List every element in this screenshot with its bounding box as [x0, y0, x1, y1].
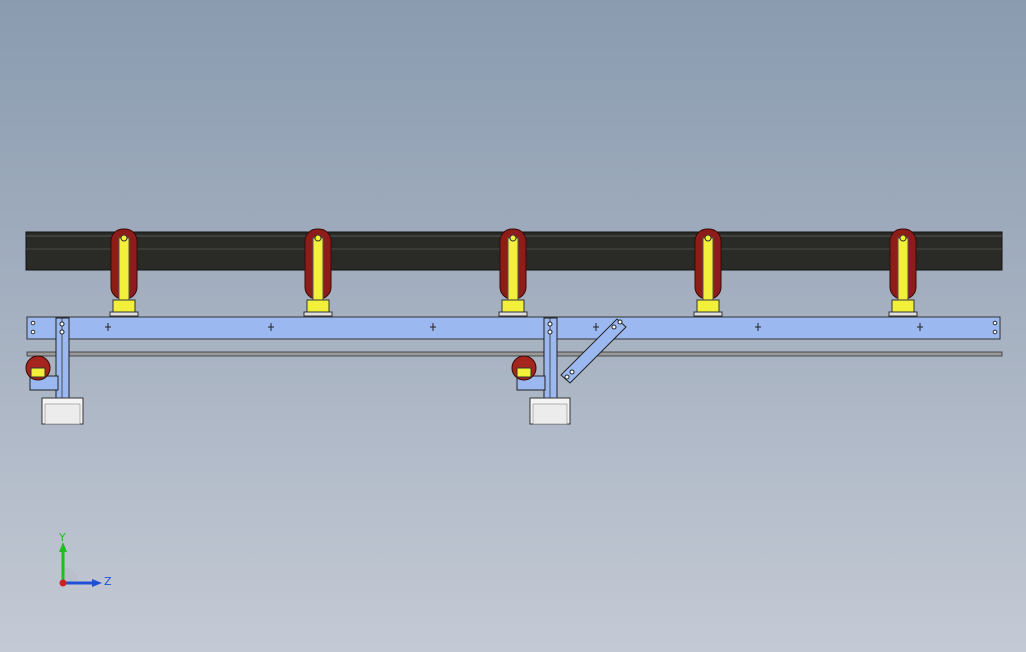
orientation-triad: Y Z — [40, 528, 130, 608]
triad-plane-arc — [63, 567, 79, 583]
diagonal-brace[interactable] — [560, 318, 627, 384]
idler-roller[interactable] — [498, 228, 528, 317]
y-arrow-head — [59, 542, 67, 552]
y-axis-label: Y — [59, 531, 66, 544]
z-axis-label: Z — [104, 575, 112, 588]
frame-stringer[interactable] — [26, 316, 1001, 340]
z-arrow-head — [92, 579, 102, 587]
support-leg[interactable] — [25, 317, 84, 425]
triad-axes — [59, 542, 102, 587]
idler-roller[interactable] — [693, 228, 723, 317]
x-axis-dot — [59, 579, 67, 587]
support-leg[interactable] — [511, 317, 571, 425]
idler-roller[interactable] — [888, 228, 918, 317]
return-belt[interactable] — [26, 351, 1003, 357]
idler-roller[interactable] — [109, 228, 139, 317]
idler-roller[interactable] — [303, 228, 333, 317]
